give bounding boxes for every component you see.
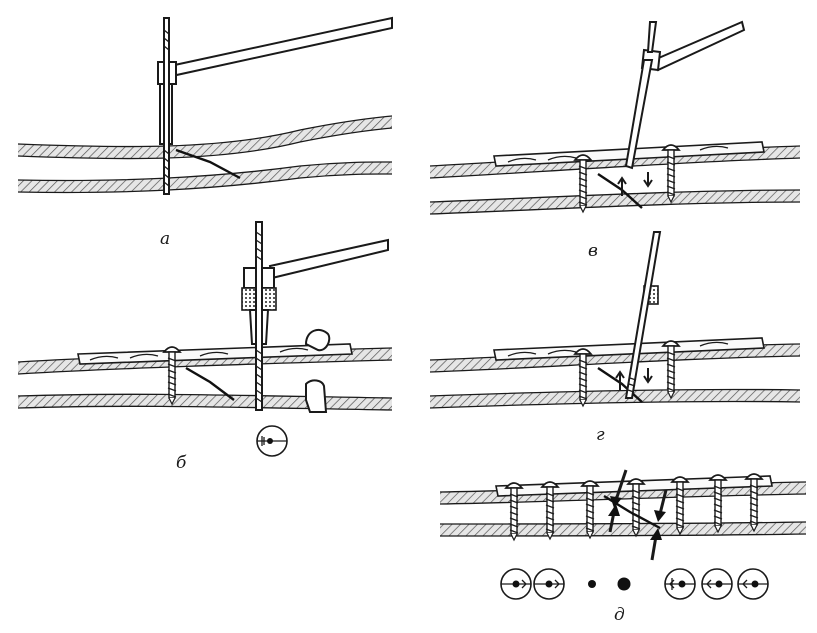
compression-arrow xyxy=(615,370,625,390)
hole-symbol xyxy=(737,568,769,600)
panel-b-tapping: б xyxy=(17,221,393,473)
screwdriver-handle xyxy=(652,20,746,72)
panel-v-screw-insertion: в xyxy=(429,20,801,261)
hole-symbol xyxy=(664,568,696,600)
compression-arrow xyxy=(643,172,653,188)
hole-position-inset xyxy=(256,425,288,457)
compression-arrow xyxy=(614,469,628,501)
hole-dot-small xyxy=(588,580,596,588)
drill-bit xyxy=(624,231,662,399)
panel-b-label: б xyxy=(176,453,187,473)
panel-d-label: д xyxy=(614,605,625,625)
hole-dot-large xyxy=(617,577,631,591)
hole-symbol xyxy=(533,568,565,600)
tap-handle xyxy=(268,238,389,280)
hole-symbol xyxy=(701,568,733,600)
screwdriver-shaft xyxy=(624,59,654,170)
screw-hole-sequence xyxy=(500,568,769,600)
panel-g-compression: г xyxy=(429,231,801,445)
drill-guide-handle xyxy=(168,16,393,78)
compression-arrow xyxy=(643,368,653,384)
drill-bit xyxy=(163,17,170,195)
panel-d-final-fixation: д xyxy=(439,469,807,625)
bone-clamp-upper xyxy=(304,328,331,352)
compression-arrow xyxy=(617,176,627,196)
panel-a-drilling: а xyxy=(17,16,393,249)
bone-clamp-lower xyxy=(305,379,328,413)
panel-g-label: г xyxy=(596,425,605,445)
compression-arrow xyxy=(658,489,668,515)
hole-symbol xyxy=(500,568,532,600)
tap-bit xyxy=(255,221,263,411)
panel-a-label: а xyxy=(160,229,170,249)
fracture-line xyxy=(175,148,241,180)
panel-v-label: в xyxy=(588,241,598,261)
bone-lower-cortex xyxy=(18,162,392,193)
bone-upper-cortex xyxy=(18,116,392,159)
